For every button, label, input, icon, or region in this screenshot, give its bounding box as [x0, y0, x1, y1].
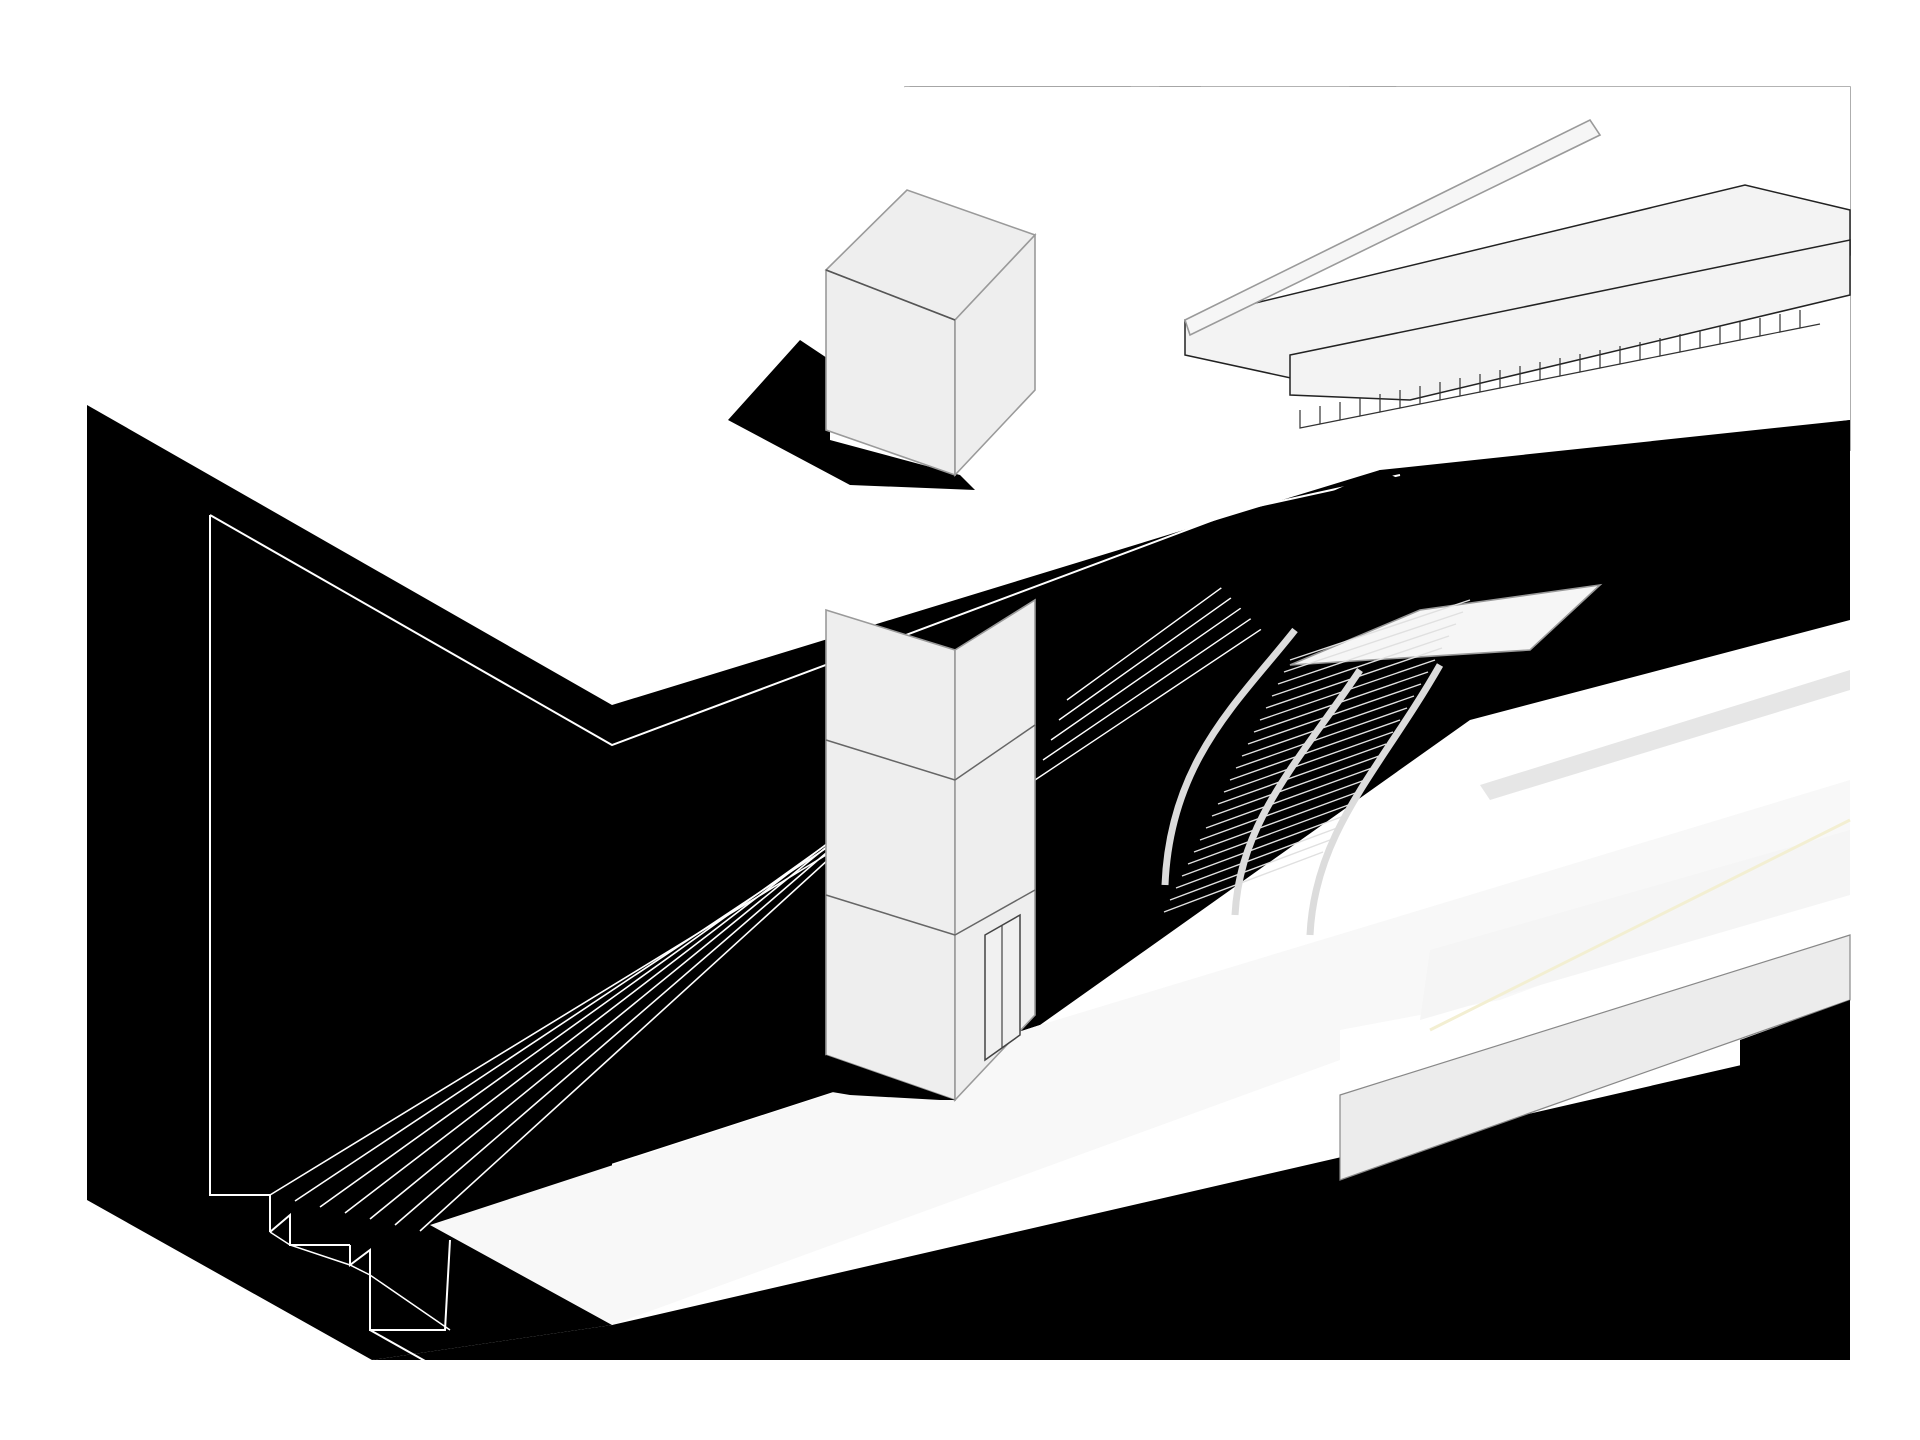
escalator-tread [1205, 767, 1373, 829]
escalator-tread [1247, 683, 1422, 745]
stair-tread [1319, 406, 1341, 425]
stair-tread [1699, 330, 1721, 349]
stair-tread [1439, 382, 1461, 401]
glass-elevator-head [824, 189, 1037, 478]
stair-tread [1539, 362, 1561, 381]
escalator-tread [1241, 695, 1415, 757]
escalator-handrail-1 [1161, 627, 1298, 886]
track-line [319, 798, 891, 1208]
stair-tread [1559, 358, 1581, 377]
stair-tread [1339, 402, 1361, 421]
escalator-tread [1211, 755, 1380, 817]
upper-steps [1299, 310, 1821, 429]
stair-tread [1419, 386, 1441, 405]
stair-tread [1759, 318, 1781, 337]
escalator-tread [1199, 779, 1366, 841]
escalator-tread [1193, 791, 1359, 853]
stair-tread [1499, 370, 1521, 389]
platform-edge-line [1429, 818, 1851, 1032]
stair-tread [1799, 310, 1821, 329]
stair-tread [1719, 326, 1741, 345]
escalator-tread [1283, 611, 1464, 673]
stair-tread [1519, 366, 1541, 385]
elevator-shadow [728, 340, 975, 490]
stair-tread [1379, 394, 1401, 413]
stair-tread [1739, 322, 1761, 341]
escalator-tread [1217, 743, 1387, 805]
escalator-steps [1163, 599, 1471, 913]
escalator-tread [1235, 707, 1408, 769]
upper-staircase [1184, 118, 1851, 530]
stair-tread [1359, 398, 1381, 417]
stair-tread [1299, 410, 1321, 429]
stair-tread [1639, 342, 1661, 361]
escalator-tread [1289, 599, 1471, 661]
escalator-tread [1169, 839, 1331, 901]
stair-tread [1599, 350, 1621, 369]
escalator-tread [1181, 815, 1345, 877]
stair-tread [1399, 390, 1421, 409]
stair-tread [1479, 374, 1501, 393]
stair-tread [1579, 354, 1601, 373]
stair-tread [1779, 314, 1801, 333]
escalator-bank [1161, 470, 1620, 936]
stair-tread [1619, 346, 1641, 365]
escalator-tread [1187, 803, 1352, 865]
track-line [1042, 591, 1291, 761]
escalator-tread [1163, 851, 1324, 913]
escalator-tread [1277, 623, 1457, 685]
escalator-handrail-2 [1231, 668, 1363, 916]
glass-elevator-shaft [790, 598, 1036, 1103]
escalator-tread [1271, 635, 1450, 697]
platform-floor [430, 780, 1851, 1325]
escalator-tread [1175, 827, 1338, 889]
stair-tread [1659, 338, 1681, 357]
track-line [1034, 609, 1291, 781]
escalator-handrail-3 [1306, 663, 1444, 936]
stair-tread [1459, 378, 1481, 397]
stair-tread [1679, 334, 1701, 353]
escalator-tread [1223, 731, 1394, 793]
escalator-tread [1229, 719, 1401, 781]
